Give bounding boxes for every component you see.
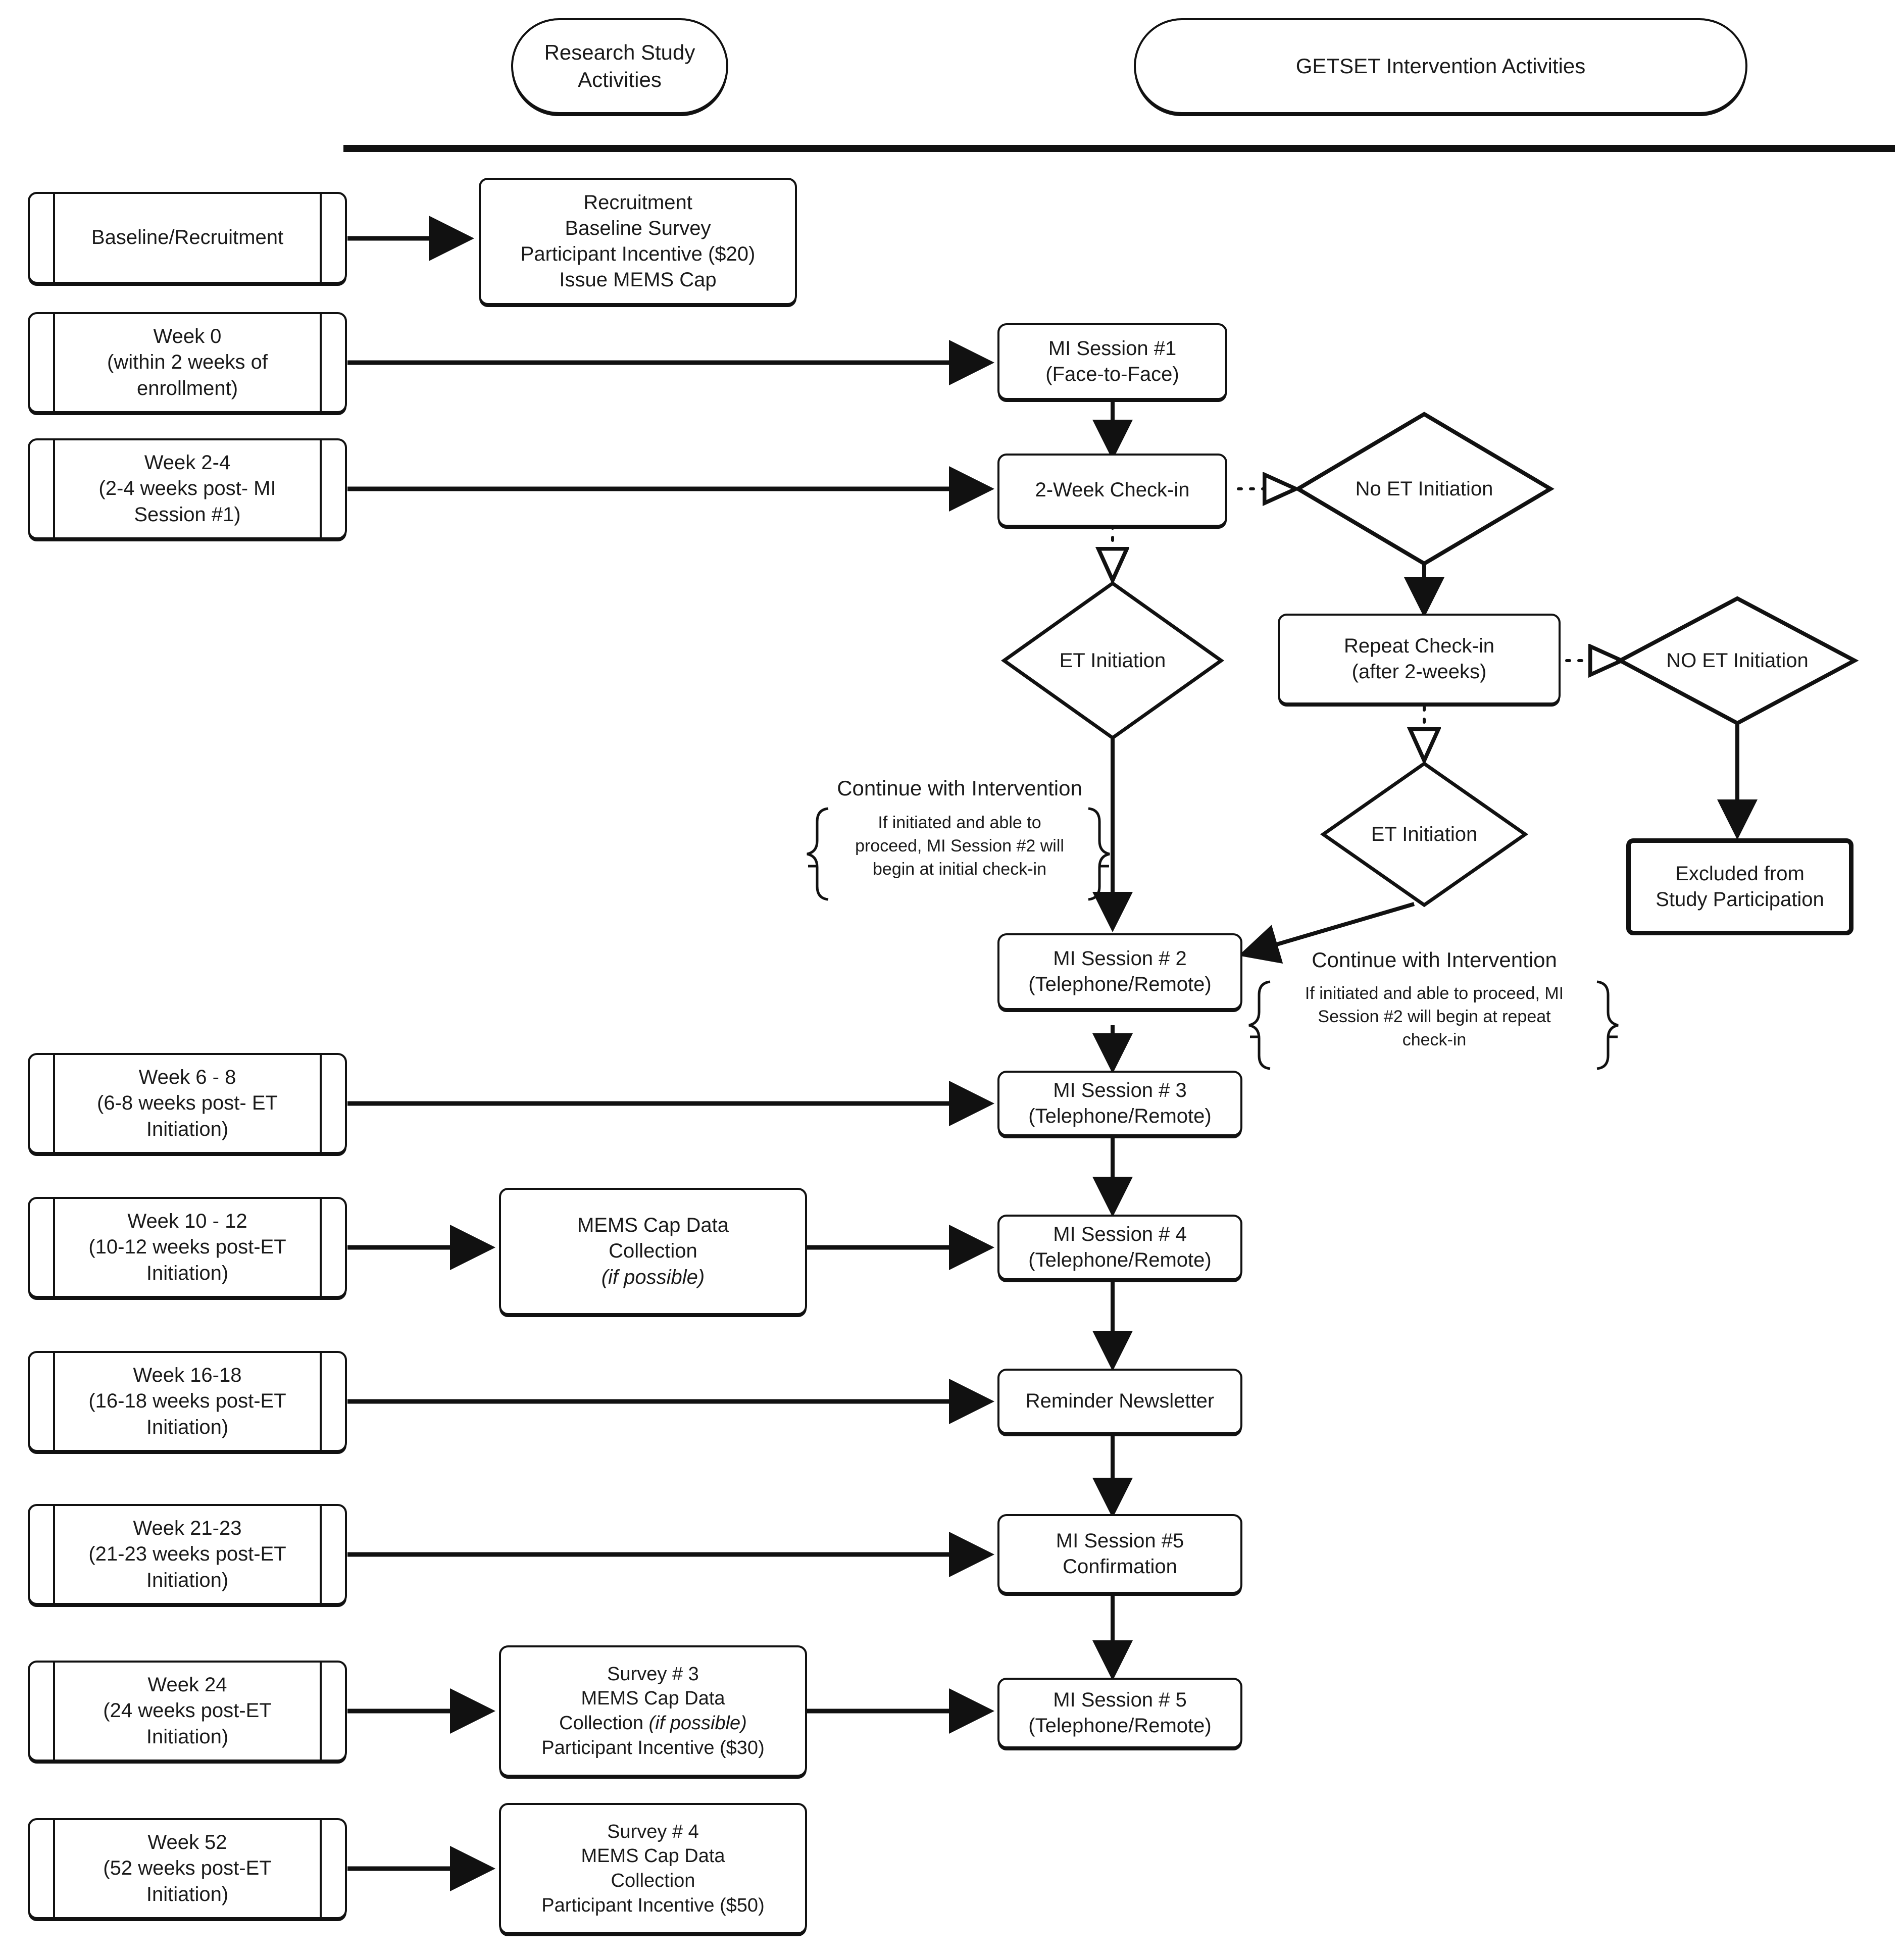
intervention-box-reminder-newsletter[interactable]: Reminder Newsletter: [997, 1369, 1242, 1434]
predefined-process-left-bar: [53, 1663, 55, 1760]
research-box-label: MEMS Cap Data Collection (if possible): [577, 1214, 729, 1288]
predefined-process-right-bar: [320, 1199, 322, 1296]
timeline-box-label: Week 0 (within 2 weeks of enrollment): [107, 325, 268, 399]
research-box-recruitment[interactable]: Recruitment Baseline Survey Participant …: [479, 178, 797, 305]
predefined-process-right-bar: [320, 440, 322, 537]
if-possible-italic: (if possible): [601, 1266, 705, 1288]
intervention-box-label: MI Session # 2 (Telephone/Remote): [1028, 947, 1212, 995]
annotation-body: If initiated and able to proceed, MI Ses…: [1305, 984, 1564, 1049]
timeline-box-label: Week 6 - 8 (6-8 weeks post- ET Initiatio…: [97, 1066, 278, 1140]
timeline-box-label: Baseline/Recruitment: [91, 226, 284, 249]
intervention-box-excluded-from-study[interactable]: Excluded from Study Participation: [1626, 838, 1853, 935]
predefined-process-left-bar: [53, 1506, 55, 1603]
predefined-process-left-bar: [53, 440, 55, 537]
decision-et-initiation-1: [1000, 581, 1225, 740]
decision-et-initiation-2: [1320, 761, 1529, 908]
timeline-box-label: Week 52 (52 weeks post-ET Initiation): [103, 1831, 272, 1905]
predefined-process-right-bar: [320, 1506, 322, 1603]
timeline-box-week10-12[interactable]: Week 10 - 12 (10-12 weeks post-ET Initia…: [28, 1197, 347, 1298]
intervention-box-label: MI Session # 3 (Telephone/Remote): [1028, 1079, 1212, 1127]
timeline-box-week21-23[interactable]: Week 21-23 (21-23 weeks post-ET Initiati…: [28, 1504, 347, 1605]
timeline-box-baseline[interactable]: Baseline/Recruitment: [28, 192, 347, 284]
intervention-box-label: MI Session # 4 (Telephone/Remote): [1028, 1223, 1212, 1271]
timeline-box-label: Week 24 (24 weeks post-ET Initiation): [103, 1674, 272, 1748]
lane-header-label: Research Study Activities: [544, 40, 695, 91]
predefined-process-left-bar: [53, 194, 55, 282]
predefined-process-left-bar: [53, 314, 55, 411]
predefined-process-right-bar: [320, 1055, 322, 1152]
timeline-box-label: Week 16-18 (16-18 weeks post-ET Initiati…: [88, 1364, 286, 1438]
predefined-process-right-bar: [320, 1820, 322, 1917]
intervention-box-2-week-check-in[interactable]: 2-Week Check-in: [997, 454, 1227, 527]
research-box-label: Survey # 3 MEMS Cap Data Collection (if …: [541, 1663, 765, 1759]
annotation-header: Continue with Intervention: [1312, 948, 1557, 972]
intervention-box-label: MI Session #1 (Face-to-Face): [1045, 337, 1179, 385]
timeline-box-label: Week 2-4 (2-4 weeks post- MI Session #1): [98, 451, 276, 526]
intervention-box-label: Repeat Check-in (after 2-weeks): [1344, 634, 1494, 683]
research-box-label: Survey # 4 MEMS Cap Data Collection Part…: [541, 1821, 765, 1916]
intervention-box-repeat-check-in[interactable]: Repeat Check-in (after 2-weeks): [1278, 614, 1561, 705]
intervention-box-mi-session-3[interactable]: MI Session # 3 (Telephone/Remote): [997, 1071, 1242, 1136]
research-box-survey-4[interactable]: Survey # 4 MEMS Cap Data Collection Part…: [499, 1803, 807, 1934]
predefined-process-left-bar: [53, 1353, 55, 1450]
research-box-survey-3[interactable]: Survey # 3 MEMS Cap Data Collection (if …: [499, 1645, 807, 1777]
annotation-body: If initiated and able to proceed, MI Ses…: [855, 813, 1064, 879]
decision-no-et-initiation-1: [1294, 412, 1555, 566]
intervention-box-label: MI Session #5 Confirmation: [1056, 1529, 1184, 1578]
intervention-box-mi-session-5-confirmation[interactable]: MI Session #5 Confirmation: [997, 1514, 1242, 1594]
brace-left-2: [1248, 980, 1271, 1070]
intervention-box-label: 2-Week Check-in: [1035, 478, 1190, 501]
intervention-box-mi-session-5[interactable]: MI Session # 5 (Telephone/Remote): [997, 1678, 1242, 1748]
intervention-box-mi-session-4[interactable]: MI Session # 4 (Telephone/Remote): [997, 1215, 1242, 1280]
timeline-box-week16-18[interactable]: Week 16-18 (16-18 weeks post-ET Initiati…: [28, 1351, 347, 1452]
predefined-process-right-bar: [320, 314, 322, 411]
timeline-box-week24[interactable]: Week 24 (24 weeks post-ET Initiation): [28, 1661, 347, 1762]
brace-left-1: [807, 807, 829, 901]
predefined-process-right-bar: [320, 1663, 322, 1760]
predefined-process-left-bar: [53, 1055, 55, 1152]
timeline-box-week0[interactable]: Week 0 (within 2 weeks of enrollment): [28, 312, 347, 413]
timeline-box-label: Week 21-23 (21-23 weeks post-ET Initiati…: [88, 1517, 286, 1591]
predefined-process-left-bar: [53, 1199, 55, 1296]
if-possible-italic: (if possible): [648, 1713, 747, 1734]
research-box-mems-cap-data-collection[interactable]: MEMS Cap Data Collection (if possible): [499, 1188, 807, 1315]
timeline-box-week2-4[interactable]: Week 2-4 (2-4 weeks post- MI Session #1): [28, 438, 347, 539]
lane-header-label: GETSET Intervention Activities: [1295, 54, 1586, 78]
predefined-process-right-bar: [320, 194, 322, 282]
timeline-box-week6-8[interactable]: Week 6 - 8 (6-8 weeks post- ET Initiatio…: [28, 1053, 347, 1154]
annotation-continue-with-intervention-repeat: Continue with Intervention If initiated …: [1258, 948, 1611, 1052]
brace-right-1: [1088, 807, 1110, 901]
lane-header-getset-intervention-activities: GETSET Intervention Activities: [1134, 18, 1747, 114]
decision-no-et-initiation-2: [1616, 596, 1859, 726]
annotation-continue-with-intervention-initial: Continue with Intervention If initiated …: [816, 776, 1104, 881]
brace-right-2: [1596, 980, 1619, 1070]
intervention-box-label: Reminder Newsletter: [1025, 1390, 1215, 1413]
predefined-process-left-bar: [53, 1820, 55, 1917]
intervention-box-label: Excluded from Study Participation: [1656, 862, 1824, 911]
research-box-label: Recruitment Baseline Survey Participant …: [520, 191, 756, 291]
intervention-box-mi-session-2[interactable]: MI Session # 2 (Telephone/Remote): [997, 933, 1242, 1010]
timeline-box-week52[interactable]: Week 52 (52 weeks post-ET Initiation): [28, 1818, 347, 1919]
predefined-process-right-bar: [320, 1353, 322, 1450]
intervention-box-mi-session-1[interactable]: MI Session #1 (Face-to-Face): [997, 323, 1227, 400]
lane-header-research-study-activities: Research Study Activities: [511, 18, 728, 114]
intervention-box-label: MI Session # 5 (Telephone/Remote): [1028, 1688, 1212, 1737]
timeline-box-label: Week 10 - 12 (10-12 weeks post-ET Initia…: [88, 1210, 286, 1284]
annotation-header: Continue with Intervention: [837, 776, 1082, 800]
